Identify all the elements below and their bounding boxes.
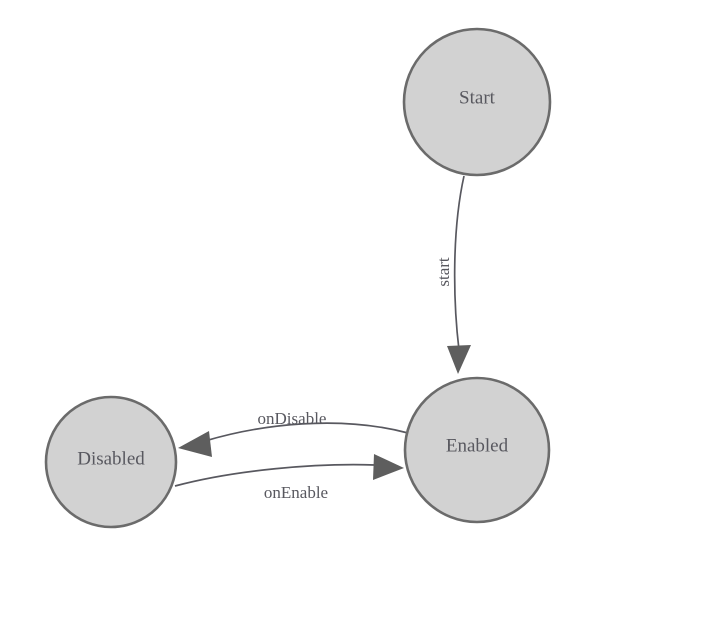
- edge-path-start-to-enabled: [453, 175, 465, 351]
- node-label-start: Start: [459, 87, 496, 108]
- edge-label-onenable: onEnable: [264, 483, 328, 502]
- edge-enabled-to-disabled[interactable]: onDisable: [178, 409, 409, 457]
- edge-label-start: start: [434, 257, 453, 287]
- edge-disabled-to-enabled[interactable]: onEnable: [174, 454, 404, 502]
- node-enabled[interactable]: Enabled: [403, 376, 551, 524]
- node-start[interactable]: Start: [402, 27, 552, 177]
- edge-start-to-enabled[interactable]: start: [434, 175, 471, 374]
- node-shape-disabled: [44, 395, 178, 529]
- node-label-disabled: Disabled: [77, 448, 145, 469]
- arrowhead-icon-disabled-to-enabled: [373, 454, 404, 480]
- node-shape-enabled: [403, 376, 551, 524]
- edge-label-ondisable: onDisable: [258, 409, 327, 428]
- node-shape-start: [402, 27, 552, 177]
- node-disabled[interactable]: Disabled: [44, 395, 178, 529]
- node-label-enabled: Enabled: [446, 435, 509, 456]
- edge-path-enabled-to-disabled: [204, 422, 409, 442]
- arrowhead-icon-enabled-to-disabled: [178, 431, 212, 457]
- arrowhead-icon-start-to-enabled: [447, 345, 471, 374]
- edge-path-disabled-to-enabled: [174, 463, 376, 487]
